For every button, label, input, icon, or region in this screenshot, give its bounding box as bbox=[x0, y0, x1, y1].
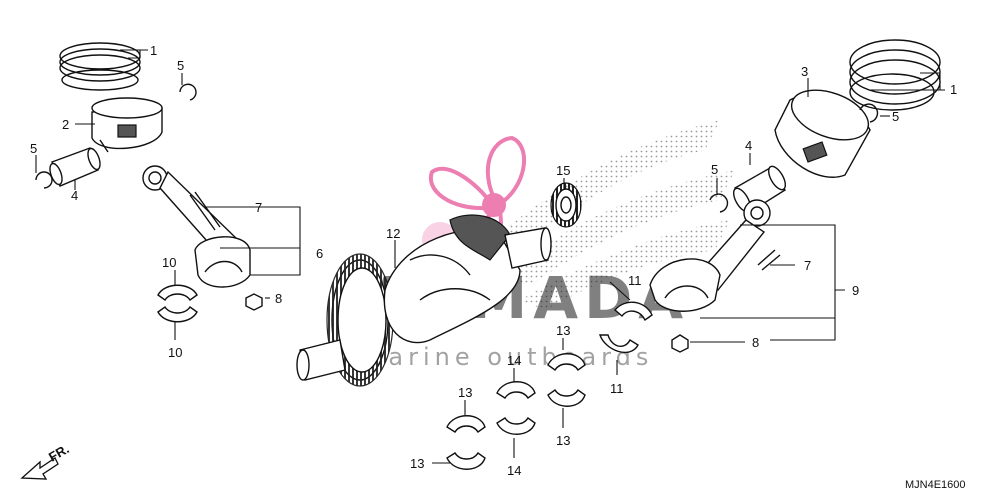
piston-rings-right[interactable] bbox=[849, 39, 941, 111]
callout-5-left-upper: 5 bbox=[177, 58, 184, 73]
callout-2: 2 bbox=[62, 117, 69, 132]
callout-7-right: 7 bbox=[804, 258, 811, 273]
callout-13-c: 13 bbox=[458, 385, 472, 400]
callout-4-right: 4 bbox=[745, 138, 752, 153]
callout-14-a: 14 bbox=[507, 353, 521, 368]
callout-6: 6 bbox=[316, 246, 323, 261]
callout-15: 15 bbox=[556, 163, 570, 178]
main-bearing-13-a[interactable] bbox=[547, 353, 586, 372]
leader-lines bbox=[35, 49, 945, 464]
callout-11-upper: 11 bbox=[628, 273, 642, 288]
callout-8-right: 8 bbox=[752, 335, 759, 350]
clip-left-upper[interactable] bbox=[179, 83, 197, 101]
callout-11-lower: 11 bbox=[610, 381, 624, 396]
bearing-left-lower[interactable] bbox=[157, 305, 198, 323]
watermark-wing bbox=[480, 120, 735, 310]
callout-14-b: 14 bbox=[507, 463, 521, 478]
main-bearing-13-b[interactable] bbox=[547, 388, 586, 407]
diagram-code: MJN4E1600 bbox=[905, 479, 966, 491]
crankshaft[interactable] bbox=[296, 214, 552, 387]
callout-5-right-lower: 5 bbox=[711, 162, 718, 177]
callout-3: 3 bbox=[801, 64, 808, 79]
clip-right-lower[interactable] bbox=[709, 193, 729, 213]
callout-13-d: 13 bbox=[410, 456, 424, 471]
callout-4-left: 4 bbox=[71, 188, 78, 203]
callout-13-a: 13 bbox=[556, 323, 570, 338]
bearing-right-lower[interactable] bbox=[599, 334, 639, 354]
connecting-rod-left[interactable] bbox=[142, 165, 251, 288]
callout-9: 9 bbox=[852, 283, 859, 298]
main-bearing-14-b[interactable] bbox=[496, 416, 536, 435]
main-bearing-14-a[interactable] bbox=[496, 381, 536, 400]
callout-5-right-upper: 5 bbox=[892, 109, 899, 124]
timing-gear[interactable] bbox=[550, 182, 582, 228]
front-direction-arrow: FR. bbox=[20, 441, 72, 480]
piston-pin-left[interactable] bbox=[48, 147, 103, 187]
watermark-tagline: marine outboards bbox=[360, 343, 653, 371]
clip-right-upper[interactable] bbox=[859, 103, 879, 123]
main-bearing-13-d[interactable] bbox=[446, 451, 486, 470]
piston-left[interactable] bbox=[91, 97, 163, 153]
main-bearing-13-c[interactable] bbox=[446, 415, 486, 434]
callout-7-left: 7 bbox=[255, 200, 262, 215]
callout-1-right: 1 bbox=[950, 82, 957, 97]
rod-nut-right[interactable] bbox=[671, 334, 689, 353]
rod-nut-left[interactable] bbox=[245, 293, 263, 311]
piston-right[interactable] bbox=[774, 81, 875, 178]
callout-10-lower: 10 bbox=[168, 345, 182, 360]
rod-bolt-right[interactable] bbox=[757, 249, 781, 271]
callout-5-left-lower: 5 bbox=[30, 141, 37, 156]
bearing-right-upper[interactable] bbox=[614, 301, 653, 322]
callout-1-left: 1 bbox=[150, 43, 157, 58]
callout-8-left: 8 bbox=[275, 291, 282, 306]
callout-10-upper: 10 bbox=[162, 255, 176, 270]
callout-13-b: 13 bbox=[556, 433, 570, 448]
bearing-left-upper[interactable] bbox=[157, 284, 198, 302]
connecting-rod-right[interactable] bbox=[649, 199, 771, 312]
callout-12: 12 bbox=[386, 226, 400, 241]
rod-bolt-left[interactable] bbox=[189, 191, 221, 231]
clip-left-lower[interactable] bbox=[35, 171, 53, 189]
